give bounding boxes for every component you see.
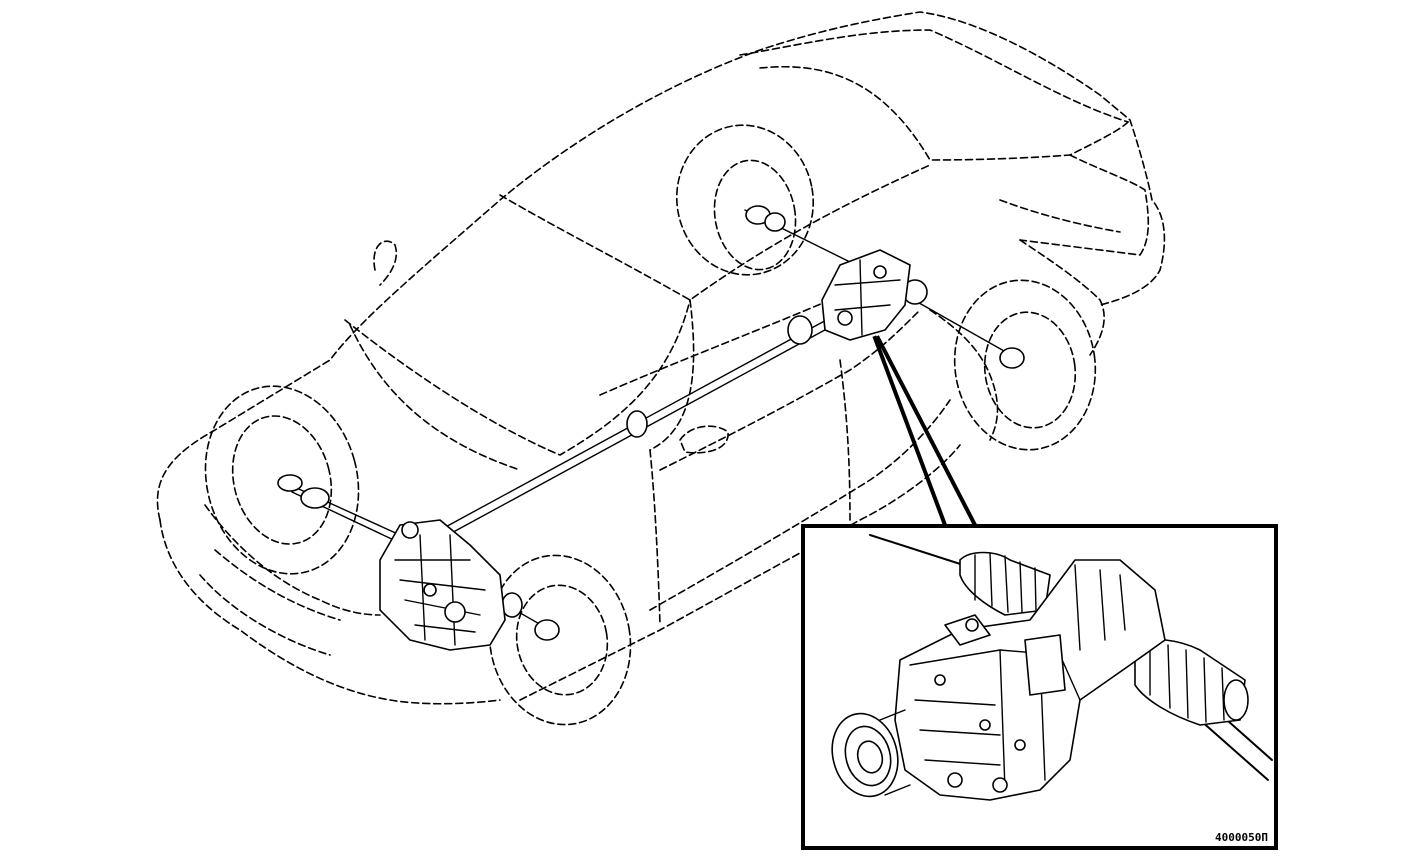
- rear-right-cv-boot: [902, 279, 1025, 369]
- wheel-front-right: [488, 554, 632, 726]
- front-left-cv-boot: [277, 474, 330, 509]
- car-body-outline: [156, 11, 1166, 705]
- inset-transfer-case: [894, 559, 1166, 801]
- drivetrain-shafts: [277, 205, 1025, 641]
- wheel-rear-left: [675, 124, 815, 276]
- callout-leader: [872, 335, 978, 528]
- detail-inset: 4000050П: [801, 524, 1278, 850]
- front-right-cv-boot: [501, 592, 560, 641]
- inset-cv-boot-right: [1134, 638, 1249, 726]
- front-gearbox: [379, 519, 506, 651]
- wheel-rear-right: [953, 279, 1097, 451]
- rear-differential: [821, 249, 911, 341]
- inset-output-flange: [831, 709, 911, 798]
- propeller-shaft-front-flange: [787, 315, 813, 345]
- wheel-front-left: [204, 385, 360, 575]
- rear-left-cv-boot: [745, 205, 786, 232]
- propeller-shaft-joint: [626, 410, 648, 438]
- figure-reference-code: 4000050П: [1215, 831, 1268, 844]
